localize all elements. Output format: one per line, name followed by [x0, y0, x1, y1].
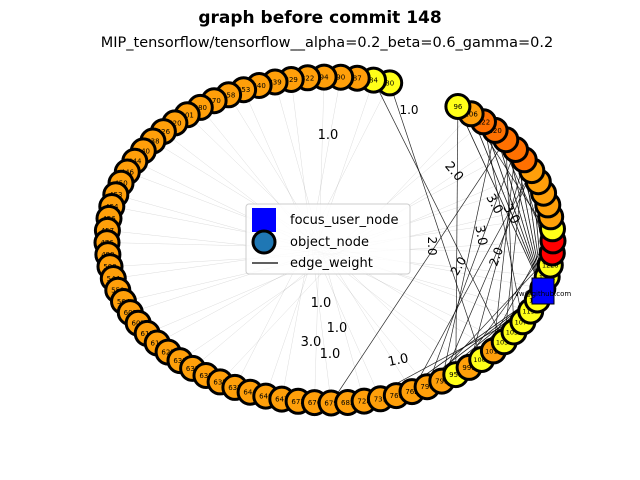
legend-label-edge-weight: edge_weight [290, 256, 373, 271]
node-label: 635 [213, 378, 226, 386]
node-label: 1015 [485, 347, 502, 355]
node-label: 631 [173, 357, 186, 365]
node-label: 644 [243, 389, 257, 397]
node-label: 370 [207, 97, 220, 105]
edge [457, 106, 544, 292]
legend: focus_user_node object_node edge_weight [245, 203, 411, 275]
edge [494, 130, 544, 292]
chart-title: graph before commit 148 [198, 8, 442, 28]
edge [411, 170, 533, 392]
node-label: 339 [268, 79, 281, 87]
edge [503, 159, 525, 342]
edge [330, 139, 507, 404]
focus-node-square [531, 277, 555, 305]
node-label: 122 [477, 118, 490, 126]
node-label: 380 [194, 104, 207, 112]
edge-label: 2.0 [448, 254, 470, 278]
edge [389, 82, 482, 360]
node-label: 358 [222, 91, 235, 99]
node-label: 637 [228, 384, 241, 392]
node-label: 793 [435, 378, 448, 386]
node-label: 683 [341, 399, 354, 407]
legend-circle-marker [251, 229, 277, 255]
node-label: 87 [353, 75, 362, 83]
node-label: 1078 [515, 318, 532, 326]
node-label: 647 [275, 396, 288, 404]
node-label: 679 [324, 400, 337, 408]
node-label: 84 [369, 77, 378, 85]
node-label: 672 [291, 398, 304, 406]
edge [493, 149, 516, 351]
node-label: 96 [453, 103, 462, 111]
node-label: 322 [301, 74, 314, 82]
legend-square-marker [252, 208, 276, 232]
node-label: 1033 [506, 329, 523, 337]
edge [441, 170, 533, 382]
node-label: 106 [464, 110, 478, 118]
edge-label: 3.0 [301, 335, 322, 350]
node-label: 80 [385, 79, 394, 87]
chart-subtitle: MIP_tensorflow/tensorflow__alpha=0.2_bet… [100, 35, 554, 51]
edge [468, 159, 525, 368]
edge [373, 79, 505, 342]
node-label: 632 [186, 365, 199, 373]
edge-label: 2.0 [425, 236, 439, 255]
object-node [444, 93, 472, 120]
node-label: 329 [285, 76, 298, 84]
edge-label: 1.0 [318, 128, 339, 143]
node-label: 762 [405, 388, 418, 396]
node-label: 999 [462, 364, 475, 372]
edge-label: 1.0 [311, 296, 332, 311]
node-label: 401 [181, 111, 194, 119]
focus-node-label: vw@github.com [515, 290, 572, 298]
node-label: 94 [320, 74, 329, 82]
node-label: 958 [449, 371, 462, 379]
edge [455, 106, 459, 375]
node-label: 340 [252, 82, 265, 90]
node-label: 633 [199, 372, 212, 380]
legend-label-object-node: object_node [290, 235, 369, 250]
node-label: 615 [141, 330, 154, 338]
legend-box [245, 203, 411, 275]
node-label: 676 [308, 399, 322, 407]
edge-label: 3.0 [471, 224, 489, 247]
edge [426, 149, 516, 387]
edge [441, 130, 496, 382]
node-label: 646 [259, 393, 273, 401]
node-label: 426 [157, 128, 171, 136]
node-label: 623 [161, 349, 174, 357]
node-label: 616 [151, 340, 165, 348]
node-label: 731 [374, 395, 387, 403]
edge [483, 121, 544, 292]
legend-label-focus-user-node: focus_user_node [290, 213, 399, 228]
node-label: 120 [488, 127, 501, 135]
edge-label: 2.0 [486, 245, 506, 268]
edge-label: 1.0 [387, 351, 410, 370]
edge-label: 1.0 [327, 321, 348, 336]
edge [483, 121, 524, 322]
node-label: 1032 [496, 338, 513, 346]
node-label: 353 [237, 86, 250, 94]
edge-label: 1.0 [320, 347, 341, 362]
edge-label: 1.0 [399, 103, 418, 117]
node-label: 761 [390, 392, 403, 400]
node-label: 90 [336, 74, 345, 82]
node-label: 790 [420, 383, 433, 391]
focus-user-node: vw@github.com [515, 277, 572, 305]
node-label: 420 [168, 119, 181, 127]
node-label: 728 [357, 398, 370, 406]
edge [470, 113, 544, 292]
node-label: 1000 [473, 356, 490, 364]
